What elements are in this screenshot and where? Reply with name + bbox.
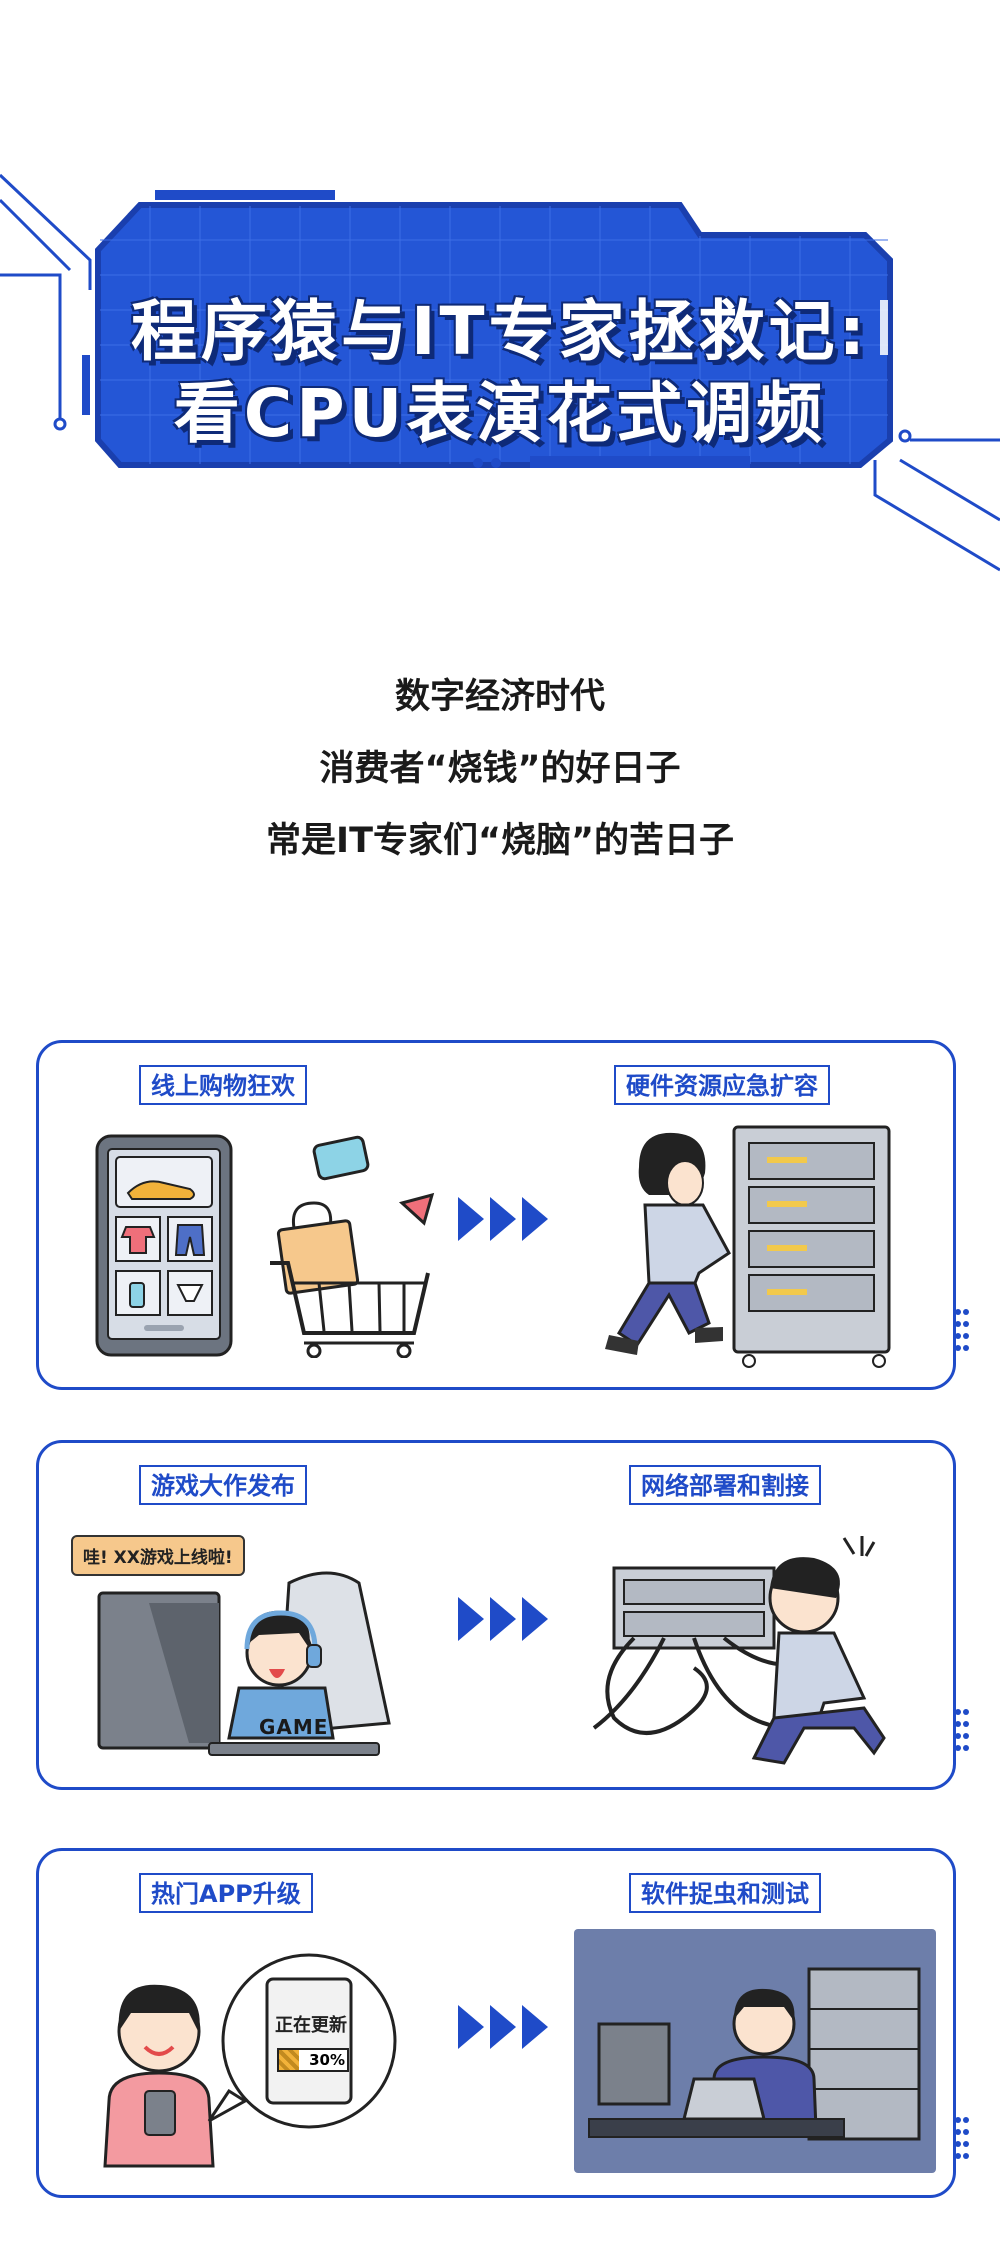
app-user-icon — [103, 1953, 397, 2168]
title-banner: 程序猿与IT专家拯救记: 看CPU表演花式调频 — [0, 0, 1000, 620]
update-status-text: 正在更新 — [275, 2015, 347, 2036]
intro-line-1: 数字经济时代 — [394, 677, 605, 717]
gamer-icon — [97, 1571, 391, 1756]
arrow-right-icon — [458, 1197, 548, 1241]
card-label-left: 游戏大作发布 — [139, 1465, 313, 1511]
card-label-left: 热门APP升级 — [139, 1873, 319, 1919]
shirt-text: GAME — [259, 1715, 329, 1739]
banner-decoration — [0, 173, 1000, 572]
dots-decoration — [955, 2117, 969, 2159]
card-label-right: 网络部署和割接 — [629, 1465, 827, 1511]
speech-bubble: 哇! XX游戏上线啦! — [71, 1535, 245, 1576]
intro-line-3: 常是IT专家们“烧脑”的苦日子 — [266, 821, 734, 861]
title-line-2: 看CPU表演花式调频 — [173, 375, 827, 452]
card-label-right: 软件捉虫和测试 — [629, 1873, 827, 1919]
dots-decoration — [955, 1709, 969, 1751]
arrow-right-icon — [458, 1597, 548, 1641]
card-label-left: 线上购物狂欢 — [139, 1065, 313, 1111]
engineer-server-icon — [605, 1125, 891, 1368]
scenario-card-shopping: 线上购物狂欢 硬件资源应急扩容 — [36, 1040, 969, 1390]
dots-decoration — [955, 1309, 969, 1351]
tester-desk-icon — [574, 1929, 936, 2173]
card-label-right: 硬件资源应急扩容 — [614, 1065, 836, 1111]
intro-line-2: 消费者“烧钱”的好日子 — [319, 749, 681, 789]
arrow-right-icon — [458, 2005, 548, 2049]
update-progress-text: 30% — [309, 2051, 345, 2069]
network-engineer-icon — [592, 1536, 886, 1765]
shopping-phone-icon — [95, 1134, 233, 1357]
scenario-card-app: 热门APP升级 软件捉虫和测试 正在更新 30% — [36, 1848, 969, 2198]
shopping-cart-icon — [270, 1135, 435, 1358]
update-progress-bar: 30% — [277, 2048, 349, 2072]
title-line-1: 程序猿与IT专家拯救记: — [131, 293, 869, 370]
scenario-card-game: 游戏大作发布 网络部署和割接 GAME 哇! XX游戏上线啦! — [36, 1440, 969, 1790]
